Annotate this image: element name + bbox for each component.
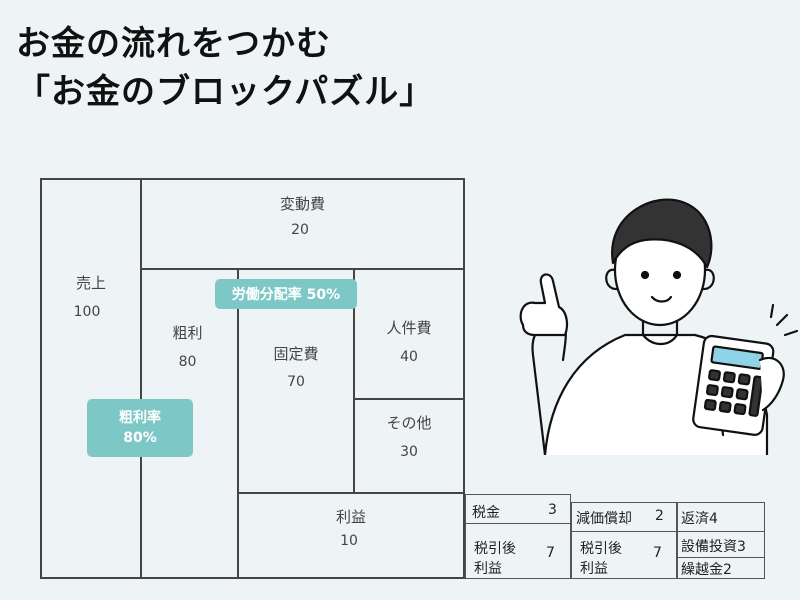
after-tax-value: 7	[546, 545, 555, 561]
gross-margin-value: 80%	[123, 430, 157, 446]
carryover-block	[677, 557, 765, 579]
gross-profit-value: 80	[178, 354, 197, 370]
fixed-cost-value: 70	[287, 374, 305, 390]
sales-label: 売上	[75, 274, 106, 292]
title-line-1: お金の流れをつかむ	[16, 24, 331, 64]
profit-label: 利益	[335, 508, 366, 526]
carryover-text: 繰越金2	[681, 562, 732, 578]
tax-value: 3	[548, 502, 557, 518]
after-tax-label-2: 利益	[474, 561, 502, 577]
depreciation-label: 減価償却	[576, 511, 632, 527]
after-tax-label-1: 税引後	[474, 541, 516, 557]
person-with-calculator-illustration	[519, 198, 799, 455]
gross-profit-label: 粗利	[172, 324, 203, 342]
gross-margin-label: 粗利率	[119, 410, 161, 426]
profit-value: 10	[340, 533, 358, 549]
other-cost-value: 30	[400, 444, 418, 460]
tax-label: 税金	[472, 505, 500, 521]
fixed-cost-label: 固定費	[273, 345, 319, 363]
personnel-cost-value: 40	[400, 349, 418, 365]
title-line-2: 「お金のブロックパズル」	[16, 72, 435, 112]
labor-share-text: 労働分配率 50%	[231, 287, 341, 303]
other-cost-label: その他	[386, 414, 432, 432]
after-tax-profit-block	[465, 523, 571, 579]
after-tax2-value: 7	[653, 545, 662, 561]
after-tax2-label-1: 税引後	[580, 541, 622, 557]
gross-margin-badge: 粗利率 80%	[87, 399, 193, 457]
page-title: お金の流れをつかむ 「お金のブロックパズル」	[16, 20, 434, 116]
profit-block	[237, 492, 465, 579]
repayment-text: 返済4	[681, 511, 718, 527]
sales-block	[40, 178, 142, 579]
capex-text: 設備投資3	[681, 539, 746, 555]
variable-cost-value: 20	[291, 222, 309, 238]
variable-cost-label: 変動費	[279, 195, 325, 213]
depreciation-value: 2	[655, 508, 664, 524]
after-tax2-label-2: 利益	[580, 561, 608, 577]
labor-share-badge: 労働分配率 50%	[215, 279, 357, 309]
personnel-cost-label: 人件費	[386, 319, 432, 337]
after-tax-profit-block-2	[571, 531, 677, 579]
sales-value: 100	[73, 304, 101, 320]
